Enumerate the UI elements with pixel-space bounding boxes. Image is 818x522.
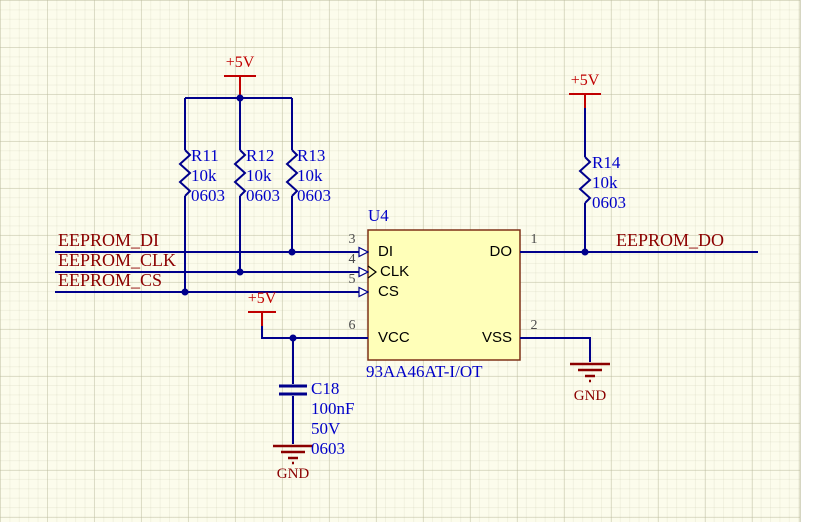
resistor-label-group-r12[interactable]: R12 10k 0603 <box>246 146 280 206</box>
pin-name-vss: VSS <box>481 329 512 346</box>
pin-name-do: DO <box>489 243 513 260</box>
resistor-footprint[interactable]: 0603 <box>246 186 280 205</box>
gnd-label-vss[interactable]: GND <box>573 388 607 404</box>
resistor-label-group-r11[interactable]: R11 10k 0603 <box>191 146 225 206</box>
resistor-footprint[interactable]: 0603 <box>191 186 225 205</box>
resistor-value[interactable]: 10k <box>191 166 217 185</box>
net-label-eeprom-di[interactable]: EEPROM_DI <box>58 230 160 250</box>
resistor-value[interactable]: 10k <box>297 166 323 185</box>
pin-name-di: DI <box>378 243 393 260</box>
resistor-symbol-R13[interactable] <box>285 149 299 197</box>
pin-name-vcc: VCC <box>378 329 410 346</box>
net-label-eeprom-do[interactable]: EEPROM_DO <box>616 230 725 250</box>
resistor-value[interactable]: 10k <box>592 173 618 192</box>
junction-dot <box>581 248 589 256</box>
pin-name-clk: CLK <box>380 263 410 280</box>
junction-dot <box>289 334 297 342</box>
clock-marker-icon <box>367 265 377 279</box>
pin-number-5: 5 <box>348 272 356 287</box>
capacitor-label-group-c18[interactable]: C18 100nF 50V 0603 <box>311 379 354 459</box>
pin-number-1: 1 <box>530 232 538 247</box>
pin-input-arrow-di <box>358 246 370 258</box>
capacitor-footprint[interactable]: 0603 <box>311 439 345 458</box>
resistor-label-group-r13[interactable]: R13 10k 0603 <box>297 146 331 206</box>
chip-body-U4[interactable] <box>367 229 521 361</box>
pin-input-arrow-cs <box>358 286 370 298</box>
resistor-footprint[interactable]: 0603 <box>592 193 626 212</box>
gnd-symbol-vss[interactable] <box>570 362 610 383</box>
resistor-footprint[interactable]: 0603 <box>297 186 331 205</box>
junction-dots <box>181 94 589 342</box>
junction-dot <box>236 268 244 276</box>
gnd-symbol-c18[interactable] <box>273 444 313 465</box>
resistor-symbol-R11[interactable] <box>178 149 192 197</box>
power-symbol-5v-vcc[interactable] <box>248 311 276 326</box>
capacitor-ref[interactable]: C18 <box>311 379 340 398</box>
power-label-5v-top[interactable]: +5V <box>225 54 255 71</box>
resistor-value[interactable]: 10k <box>246 166 272 185</box>
sheet-edge <box>800 0 818 522</box>
resistor-ref[interactable]: R11 <box>191 146 219 165</box>
power-symbol-5v-r14[interactable] <box>569 93 601 108</box>
pin-number-3: 3 <box>348 232 356 247</box>
pin-name-cs: CS <box>378 283 399 300</box>
gnd-label-c18[interactable]: GND <box>276 466 310 482</box>
power-symbol-5v-top[interactable] <box>224 75 256 98</box>
resistor-label-group-r14[interactable]: R14 10k 0603 <box>592 153 626 213</box>
junction-dot <box>288 248 296 256</box>
pin-number-6: 6 <box>348 318 356 333</box>
resistor-symbol-R14[interactable] <box>578 156 592 204</box>
resistor-symbol-R12[interactable] <box>233 149 247 197</box>
pin-number-2: 2 <box>530 318 538 333</box>
chip-designator[interactable]: U4 <box>368 206 389 225</box>
power-label-5v-r14[interactable]: +5V <box>570 72 600 89</box>
pin-input-arrow-clk <box>358 266 370 278</box>
wire-vcc[interactable] <box>261 326 368 339</box>
net-label-eeprom-cs[interactable]: EEPROM_CS <box>58 270 163 290</box>
chip-part-number[interactable]: 93AA46AT-I/OT <box>366 362 483 381</box>
capacitor-symbol-C18[interactable] <box>279 384 307 396</box>
pin-number-4: 4 <box>348 252 356 267</box>
wire-vss[interactable] <box>520 337 591 362</box>
junction-dot <box>236 94 244 102</box>
resistor-ref[interactable]: R13 <box>297 146 326 165</box>
power-label-5v-vcc[interactable]: +5V <box>247 290 277 307</box>
resistor-ref[interactable]: R12 <box>246 146 275 165</box>
capacitor-voltage[interactable]: 50V <box>311 419 341 438</box>
net-label-eeprom-clk[interactable]: EEPROM_CLK <box>58 250 177 270</box>
junction-dot <box>181 288 189 296</box>
resistor-ref[interactable]: R14 <box>592 153 621 172</box>
capacitor-value[interactable]: 100nF <box>311 399 355 418</box>
